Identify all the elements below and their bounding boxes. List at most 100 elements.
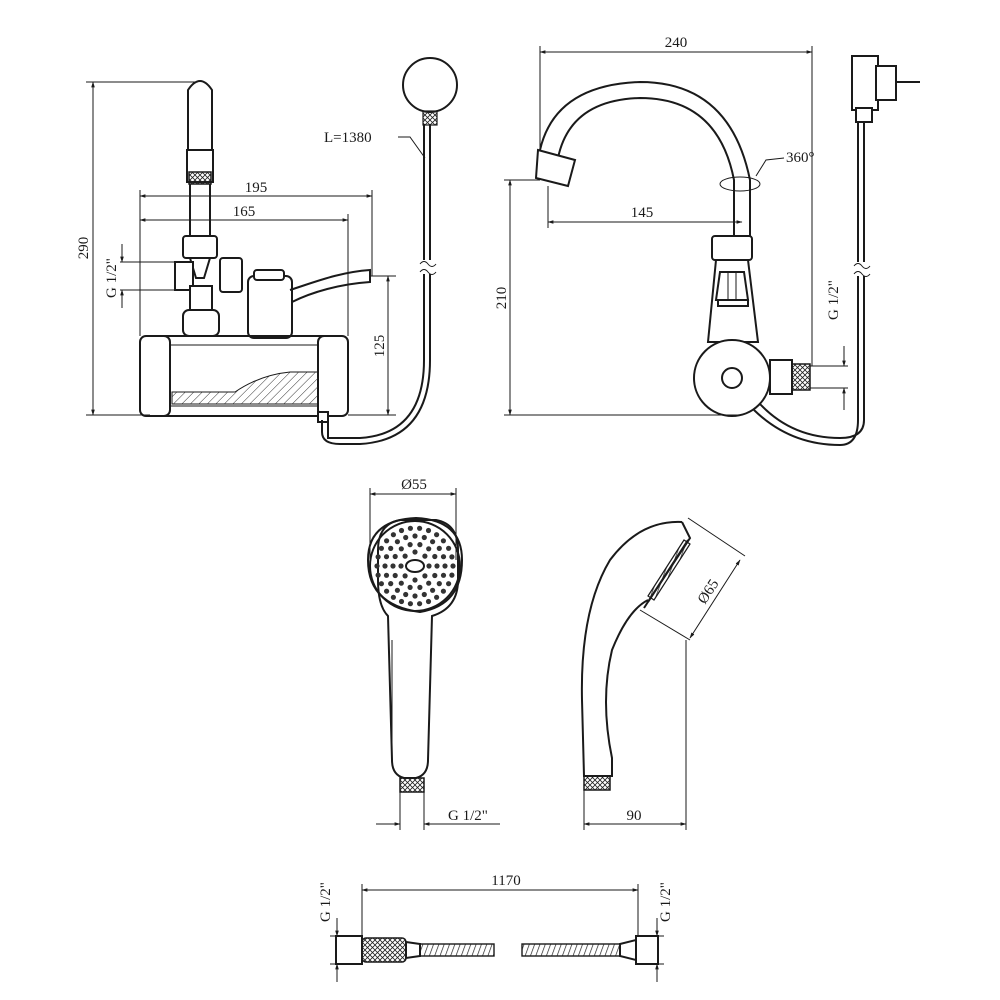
hose-right-thread-label: G 1/2" xyxy=(658,882,674,922)
nozzle-dot xyxy=(430,539,436,545)
upper-nut xyxy=(182,235,218,259)
nozzle-dot xyxy=(402,553,408,559)
front-thread-label: G 1/2" xyxy=(104,258,120,298)
nozzle-dot xyxy=(426,546,432,552)
nozzle-dot xyxy=(390,594,396,600)
nozzle-dot xyxy=(403,534,409,541)
nozzle-dot xyxy=(375,554,381,560)
nozzle-dot xyxy=(407,584,413,591)
nozzle-dot xyxy=(412,549,418,555)
hose-right-segment xyxy=(521,943,621,957)
nozzle-dot xyxy=(442,563,448,569)
face-thread xyxy=(399,777,425,793)
lever-handle xyxy=(289,268,371,303)
hose-length-note: L=1380 xyxy=(324,130,372,146)
nozzle-dot xyxy=(432,572,438,579)
face-thread-label: G 1/2" xyxy=(448,808,488,824)
nozzle-dot xyxy=(446,581,452,587)
nozzle-dot xyxy=(436,581,442,587)
rotation-ellipse xyxy=(719,176,761,192)
hose-left-sleeve xyxy=(361,937,407,963)
nozzle-dot xyxy=(384,538,390,544)
nozzle-dot xyxy=(412,593,418,599)
nozzle-dot xyxy=(383,554,390,560)
nozzle-dot xyxy=(398,527,405,534)
nozzle-dot xyxy=(388,581,394,587)
lower-nut xyxy=(182,309,220,337)
nozzle-dot xyxy=(378,581,384,587)
shower-head-face-view: Ø55 G 1/2" xyxy=(366,477,500,830)
nozzle-dot xyxy=(398,563,404,569)
nozzle-dot xyxy=(440,572,447,578)
shower-head-side-view: Ø65 90 xyxy=(580,517,746,830)
nozzle-dot xyxy=(383,572,390,578)
left-cap xyxy=(139,335,171,417)
nozzle-dot xyxy=(440,554,447,560)
nozzle-dot xyxy=(425,598,432,605)
side-thread-label: G 1/2" xyxy=(826,280,842,320)
nozzle-dot xyxy=(417,542,423,548)
nozzle-dot xyxy=(384,588,390,594)
front-view: 195 165 290 125 G 1/2" L=1380 xyxy=(76,57,458,445)
nozzle-dot xyxy=(390,532,396,538)
cord-inner xyxy=(759,120,865,440)
nozzle-dot xyxy=(374,563,380,569)
cord-outer xyxy=(753,120,859,447)
nozzle-dot xyxy=(440,538,446,544)
side-view: 240 145 360° 210 G 1/2" xyxy=(494,35,920,447)
nozzle-dot xyxy=(417,584,423,591)
handset-side-outline xyxy=(580,520,683,777)
nozzle-dot xyxy=(450,563,456,569)
nozzle-dot xyxy=(434,532,440,538)
nozzle-dot xyxy=(426,563,432,569)
nozzle-dot xyxy=(436,545,442,552)
nozzle-dot xyxy=(412,577,418,583)
side-depth-label: 90 xyxy=(627,808,642,824)
side-fitting xyxy=(219,257,243,293)
cartridge xyxy=(247,275,293,339)
nozzle-dot xyxy=(392,572,398,579)
nozzle-dot xyxy=(394,539,400,545)
nozzle-dot xyxy=(407,525,413,531)
nozzle-dot xyxy=(426,580,432,586)
front-hose-inner xyxy=(327,124,425,439)
nozzle-dot xyxy=(390,563,396,569)
shower-hose: 1170 G 1/2" G 1/2" xyxy=(318,873,674,982)
side-thread xyxy=(583,775,611,791)
nozzle-dot xyxy=(449,554,455,560)
nozzle-dot xyxy=(440,588,446,594)
mid-connector xyxy=(189,285,213,313)
front-width-outer-label: 195 xyxy=(245,180,268,196)
nozzle-dot xyxy=(417,601,423,607)
swivel-nut xyxy=(711,235,753,261)
heater-window xyxy=(171,371,319,405)
nozzle-dot xyxy=(434,594,440,600)
spray-face-edge xyxy=(647,539,691,601)
nozzle-dot xyxy=(407,542,413,548)
spout-arc-inner xyxy=(557,96,735,236)
aerator xyxy=(188,171,212,185)
nozzle-dot xyxy=(412,533,418,539)
nozzle-dot xyxy=(432,553,438,560)
nozzle-dot xyxy=(398,598,405,605)
nozzle-dot xyxy=(392,553,398,560)
face-diameter-label: Ø55 xyxy=(401,477,427,493)
nozzle-dot xyxy=(434,563,440,569)
side-diameter-label: Ø65 xyxy=(695,577,722,607)
side-connector xyxy=(769,359,793,395)
spout-arc-outer xyxy=(539,80,751,236)
nozzle-dot xyxy=(430,587,436,593)
front-hose-outer xyxy=(321,124,431,445)
nozzle-dot xyxy=(378,545,384,551)
front-height-label: 290 xyxy=(76,237,92,260)
front-body-height-label: 125 xyxy=(372,335,388,358)
hose-left-nut xyxy=(335,935,363,965)
power-plug xyxy=(851,55,879,111)
front-shower-head xyxy=(402,57,458,113)
spray-nozzles xyxy=(374,525,456,607)
nozzle-dot xyxy=(394,587,400,593)
nozzle-dot xyxy=(402,573,408,579)
side-width-label: 240 xyxy=(665,35,688,51)
hose-left-segment xyxy=(419,943,495,957)
